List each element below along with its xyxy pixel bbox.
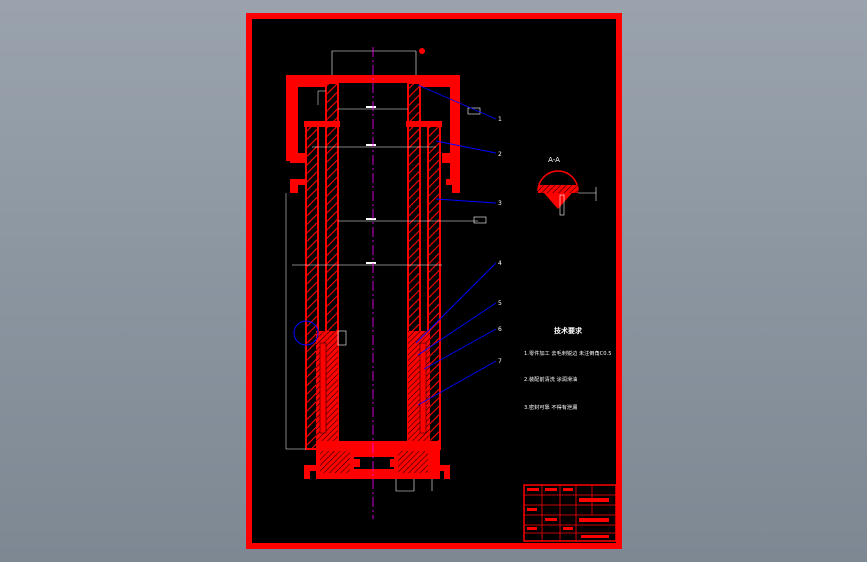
drawing-sheet[interactable]: 1 2 3 4 5 6 7 A-A 技术要求 1.零件加工 去毛刺锐边 未注倒角… — [246, 13, 622, 549]
part-number-2: 2 — [498, 151, 502, 158]
section-body — [538, 185, 578, 193]
housing-right-wall — [450, 75, 460, 161]
left-sleeve-cap — [304, 121, 340, 127]
right-piston-rod — [419, 342, 427, 434]
part-number-4: 4 — [498, 260, 502, 267]
right-piston — [408, 331, 430, 441]
outer-frame — [246, 13, 622, 549]
main-assembly-section — [285, 47, 487, 519]
small-dim-box — [337, 330, 347, 346]
section-view-label: A-A — [548, 156, 560, 164]
tech-req-title: 技术要求 — [554, 326, 583, 335]
part-number-6: 6 — [498, 326, 502, 333]
bottom-plate-left-hatch — [320, 451, 350, 473]
outer-housing — [286, 75, 460, 183]
right-nut — [390, 459, 398, 467]
section-wedge — [544, 193, 572, 209]
title-block — [523, 484, 617, 542]
section-arc — [537, 170, 579, 192]
top-dimension — [331, 50, 417, 77]
right-flange — [446, 179, 460, 193]
part-number-5: 5 — [498, 300, 502, 307]
tech-req-item-2: 2.装配前清洗 涂润滑油 — [524, 375, 577, 383]
section-view-aa: A-A — [537, 156, 597, 216]
section-stem — [559, 194, 565, 216]
left-vertical-dimension — [285, 90, 326, 450]
dim-tag-2 — [473, 216, 487, 224]
top-marker — [419, 48, 425, 54]
detail-circle — [293, 320, 319, 346]
housing-right-foot — [442, 153, 458, 163]
left-nut — [352, 459, 360, 467]
tech-req-item-1: 1.零件加工 去毛刺锐边 未注倒角C0.5 — [524, 349, 612, 357]
bottom-plate-right-hatch — [398, 451, 428, 473]
left-piston-rod — [319, 342, 327, 434]
part-number-labels: 1 2 3 4 5 6 7 — [498, 116, 502, 365]
bottom-center-slot — [354, 457, 394, 469]
right-bolt — [440, 465, 450, 479]
left-piston — [316, 331, 338, 441]
right-sleeve-cap — [406, 121, 442, 127]
left-flange — [290, 179, 306, 193]
housing-left-foot — [290, 153, 306, 163]
housing-left-wall — [286, 75, 296, 161]
left-bolt — [304, 465, 316, 479]
tech-req-item-3: 3.密封可靠 不得有泄漏 — [524, 403, 577, 411]
bottom-dimension — [395, 479, 433, 492]
dim-tag-1 — [467, 107, 481, 115]
leader-lines — [415, 84, 497, 406]
part-number-3: 3 — [498, 200, 502, 207]
technical-requirements: 技术要求 1.零件加工 去毛刺锐边 未注倒角C0.5 2.装配前清洗 涂润滑油 … — [524, 326, 612, 411]
bore-dimension-labels — [366, 106, 376, 264]
bore-dimensions — [292, 108, 478, 266]
part-number-7: 7 — [498, 358, 502, 365]
part-number-1: 1 — [498, 116, 502, 123]
